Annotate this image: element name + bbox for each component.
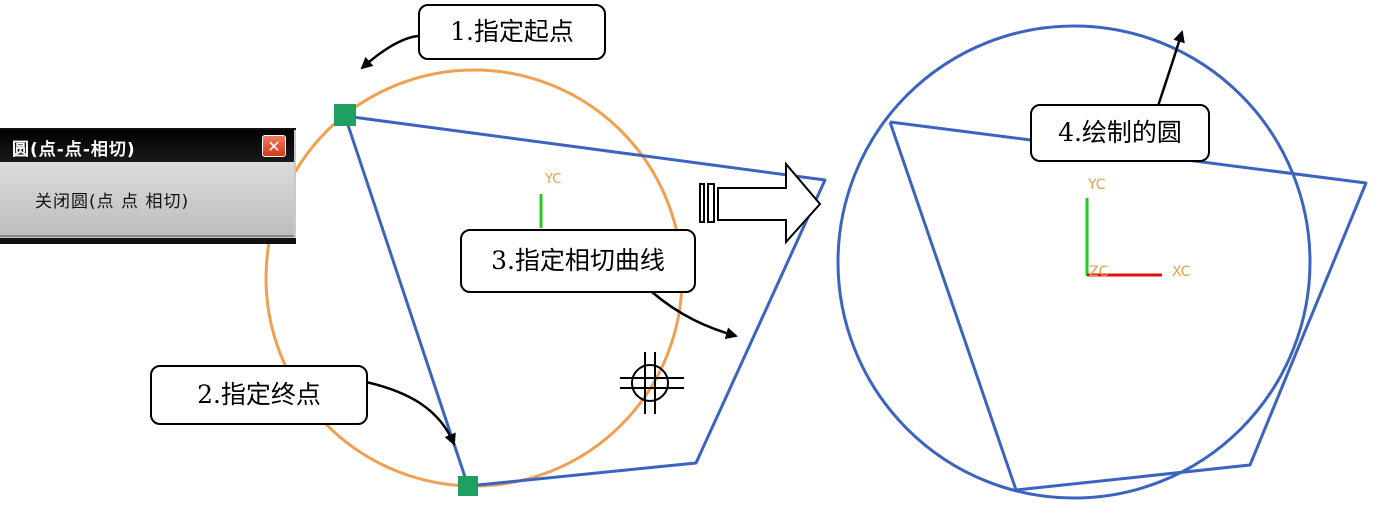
right-xc-label: XC [1172, 264, 1191, 280]
right-arrow-icon [699, 161, 822, 245]
right-zc-label: ZC [1089, 264, 1109, 280]
dialog-body: 关闭圆(点 点 相切) [0, 162, 294, 236]
right-tangent-curve [888, 120, 1368, 492]
leader-drawn-circle [1156, 30, 1185, 107]
crosshair-cursor-icon [620, 352, 684, 414]
end-point-marker [458, 476, 478, 496]
dialog-title-bar: 圆(点-点-相切) ✕ [0, 130, 294, 162]
circle-dialog: 圆(点-点-相切) ✕ 关闭圆(点 点 相切) [0, 128, 296, 244]
leader-tangent-curve [651, 291, 738, 340]
close-circle-menu-item[interactable]: 关闭圆(点 点 相切) [35, 192, 190, 212]
callout-tangent-curve: 3.指定相切曲线 [460, 229, 696, 293]
leader-end-point [365, 380, 456, 446]
callout-start-point: 1.指定起点 [418, 4, 606, 60]
callout-drawn-circle: 4.绘制的圆 [1030, 104, 1210, 162]
right-yc-label: YC [1087, 177, 1106, 193]
close-icon: ✕ [267, 137, 281, 156]
dialog-title: 圆(点-点-相切) [12, 140, 136, 160]
close-button[interactable]: ✕ [262, 135, 286, 157]
left-yc-label: YC [544, 172, 561, 187]
left-tangent-curve [343, 114, 827, 488]
dialog-separator [0, 235, 294, 237]
result-circle [836, 24, 1312, 500]
callout-end-point: 2.指定终点 [150, 365, 368, 425]
start-point-marker [334, 104, 356, 126]
leader-start-point [360, 34, 419, 70]
